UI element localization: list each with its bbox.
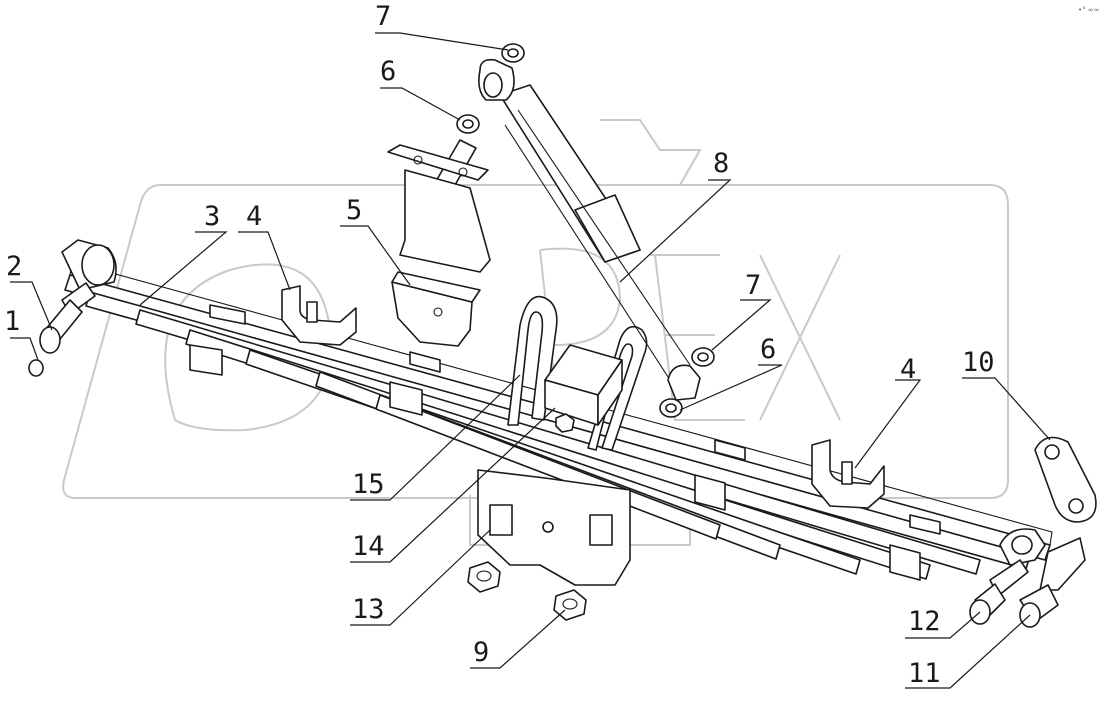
callout-12: 12 xyxy=(908,606,941,637)
leader-lines xyxy=(10,32,1051,689)
rebound-pad-left xyxy=(281,285,357,346)
callout-4-right: 4 xyxy=(900,354,916,385)
rear-shackle xyxy=(969,528,1086,628)
corner-mark: •° ∞∞ xyxy=(1078,6,1100,14)
callout-11: 11 xyxy=(908,658,941,689)
rebound-pad-right xyxy=(811,439,885,509)
callout-10: 10 xyxy=(962,347,995,378)
callout-4-left: 4 xyxy=(246,201,262,232)
callout-14: 14 xyxy=(352,531,385,562)
callout-3: 3 xyxy=(204,201,220,232)
callout-1: 1 xyxy=(4,306,20,337)
callout-7-top: 7 xyxy=(375,1,391,32)
callout-6-top: 6 xyxy=(380,56,396,87)
callouts: 1 2 3 4 4 5 6 6 7 7 8 9 10 11 12 13 14 1… xyxy=(4,1,995,689)
callout-2: 2 xyxy=(6,251,22,282)
callout-5: 5 xyxy=(346,195,362,226)
callout-9: 9 xyxy=(473,637,489,668)
axle-seat xyxy=(477,469,631,586)
callout-15: 15 xyxy=(352,469,385,500)
shock-bracket xyxy=(387,114,491,347)
callout-13: 13 xyxy=(352,594,385,625)
callout-8: 8 xyxy=(713,148,729,179)
callout-6-right: 6 xyxy=(760,334,776,365)
center-block xyxy=(544,344,623,433)
front-eye xyxy=(28,239,117,377)
shock-absorber xyxy=(478,43,715,418)
spring-clips xyxy=(189,304,941,581)
callout-7-right: 7 xyxy=(745,270,761,301)
shackle-plate xyxy=(1034,436,1097,523)
